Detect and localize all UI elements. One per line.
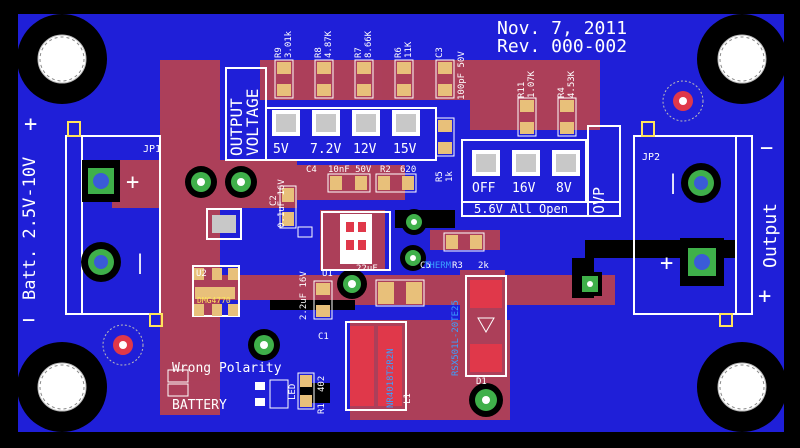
r3-label: R3	[452, 261, 463, 271]
r2-pads	[375, 173, 417, 193]
r1-label: R1	[317, 403, 327, 414]
c2-value: 0.1uF 16V	[277, 179, 287, 228]
output-label: Output	[760, 202, 781, 268]
battery-minus-sign: −	[22, 308, 36, 333]
r11-label: R11	[517, 81, 527, 98]
r8-value: 4.87K	[324, 30, 334, 58]
wrong-polarity-label: Wrong Polarity	[172, 361, 282, 376]
u2-label: U2	[196, 269, 207, 279]
u2-value: DMG4770	[197, 296, 231, 305]
r8-pads	[314, 59, 334, 99]
c3-value: 100pF 50V	[457, 51, 467, 100]
c5-value: 22uF	[356, 264, 378, 274]
r1-pads	[297, 372, 315, 410]
d1-diode	[465, 275, 507, 377]
jp1-plus-sign: +	[126, 170, 140, 195]
u1-label: U1	[322, 269, 333, 279]
connector-jp1	[65, 121, 163, 327]
l1-inductor	[345, 321, 407, 411]
u2-chip	[192, 265, 240, 317]
r7-value: 8.66K	[364, 30, 374, 58]
c4-label: C4	[306, 165, 317, 175]
main-input-trace	[160, 60, 220, 415]
r4-value: 4.53K	[567, 70, 577, 98]
battery-plus-sign: +	[24, 112, 38, 137]
silk-marks	[167, 226, 313, 397]
voltage-option-15v: 15V	[393, 142, 417, 157]
output-plus-sign: +	[758, 284, 772, 309]
jp2-plus-sign: +	[660, 251, 674, 276]
connector-jp2	[633, 121, 753, 327]
vias	[102, 80, 704, 417]
r3-pads	[443, 232, 485, 252]
r4-pads	[557, 97, 577, 137]
r5-value: 1k	[445, 171, 455, 182]
r6-label: R6	[394, 47, 404, 58]
date-label: Nov. 7, 2011	[497, 18, 628, 39]
ovp-option-16v: 16V	[512, 181, 536, 196]
r1-value: 402	[317, 375, 327, 392]
jp2-label: JP2	[642, 152, 661, 163]
r4-label: R4	[557, 87, 567, 98]
revision-label: Rev. 000-002	[497, 36, 628, 57]
mounting-hole-bottom-left	[17, 342, 107, 432]
c4-value: 10nF 50V	[328, 165, 372, 175]
voltage-option-7v2: 7.2V	[310, 142, 342, 157]
c1-value: 2.2uF 16V	[299, 271, 309, 320]
output-voltage-box	[225, 67, 267, 161]
l1-label: L1	[403, 393, 413, 404]
c-bulk	[206, 208, 242, 240]
r7-pads	[354, 59, 374, 99]
mounting-hole-top-right	[697, 14, 787, 104]
r11-pads	[517, 97, 537, 137]
jp2-minus-sign: |	[667, 170, 680, 194]
c3-label: C3	[435, 47, 445, 58]
r3-value: 2k	[478, 261, 489, 271]
therm-label: THERM	[424, 261, 452, 271]
r5-pads	[435, 117, 455, 157]
r7-label: R7	[354, 47, 364, 58]
r6-pads	[394, 59, 414, 99]
ovp-option-off: OFF	[472, 181, 496, 196]
c3-pads	[435, 59, 455, 99]
ovp-option-8v: 8V	[556, 181, 572, 196]
c1-pads	[313, 280, 333, 320]
r9-value: 3.01k	[284, 30, 294, 58]
r6-value: 11K	[404, 41, 414, 58]
l1-value: NR4018T2R2N	[386, 348, 396, 408]
c1-label: C1	[318, 332, 329, 342]
d1-value: RSX501L-20TE25	[451, 300, 461, 376]
r2-value: 620	[400, 165, 417, 175]
voltage-option-12v: 12V	[353, 142, 377, 157]
r8-label: R8	[314, 47, 324, 58]
c5-pads	[375, 279, 425, 307]
r9-pads	[274, 59, 294, 99]
voltage-option-5v: 5V	[273, 142, 289, 157]
ovp-jumper-block	[461, 125, 621, 217]
u1-chip	[321, 211, 391, 271]
all-open-label: 5.6V All Open	[474, 202, 568, 216]
smd-pads	[192, 59, 577, 411]
d1-label: D1	[476, 377, 487, 387]
led-label: LED	[288, 383, 298, 400]
led-pads	[255, 379, 289, 409]
c2-pads	[279, 185, 297, 229]
ovp-label: OVP	[590, 186, 608, 214]
r2-label: R2	[380, 165, 391, 175]
jp1-label: JP1	[143, 144, 162, 155]
mounting-hole-top-left	[17, 14, 107, 104]
r9-label: R9	[274, 47, 284, 58]
battery-input-label: Batt. 2.5V-10V	[20, 156, 40, 300]
r5-label: R5	[435, 171, 445, 182]
output-voltage-label-2: VOLTAGE	[243, 88, 262, 156]
jp1-minus-sign: |	[134, 250, 147, 274]
output-minus-sign: −	[760, 136, 774, 161]
r11-value: 1.07K	[527, 70, 537, 98]
battery-label: BATTERY	[172, 398, 227, 413]
mounting-hole-bottom-right	[697, 342, 787, 432]
c5-label: C5	[420, 261, 431, 271]
c4-pads	[327, 173, 371, 193]
